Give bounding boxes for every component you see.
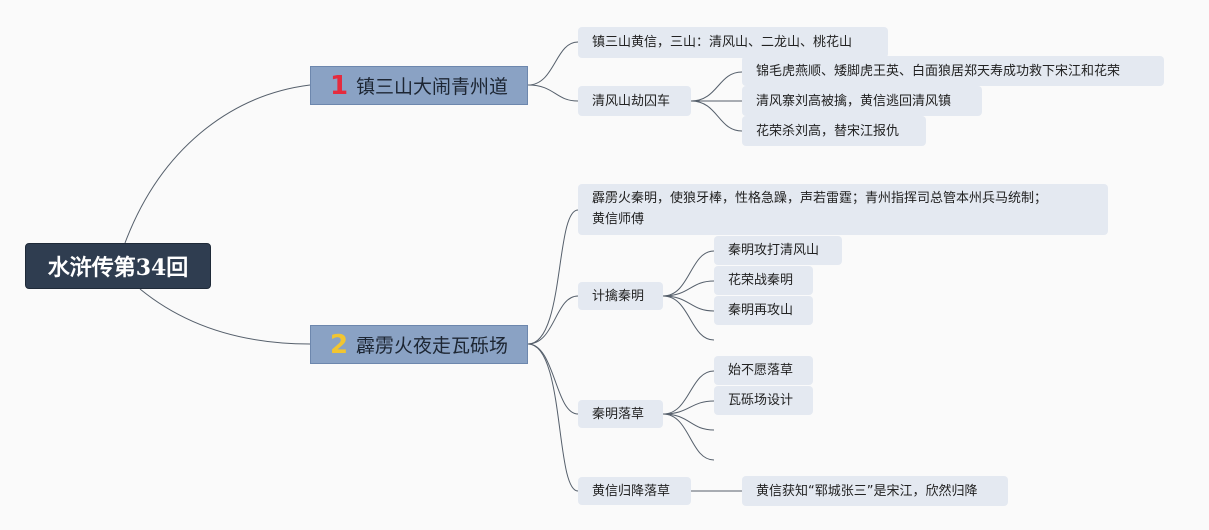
leaf-label: 锦毛虎燕顺、矮脚虎王英、白面狼居郑天寿成功救下宋江和花荣 <box>756 63 1121 79</box>
subtopic-label-line2: 黄信师傅 <box>592 212 645 227</box>
leaf-attack-qingfengshan[interactable]: 秦明攻打清风山 <box>714 236 842 265</box>
leaf-huarong-revenge[interactable]: 花荣杀刘高，替宋江报仇 <box>742 116 926 146</box>
priority-1-icon: 1 <box>329 70 349 101</box>
leaf-huarong-fight[interactable]: 花荣战秦明 <box>714 266 813 295</box>
subtopic-label: 计擒秦明 <box>592 288 645 304</box>
leaf-label: 黄信获知“郓城张三”是宋江，欣然归降 <box>756 483 978 499</box>
connector-b2c2-3 <box>662 295 715 312</box>
root-topic-label: 水浒传第34回 <box>47 255 189 281</box>
subtopic-label: 秦明落草 <box>592 406 645 422</box>
leaf-label: 清风寨刘高被擒，黄信逃回清风镇 <box>756 93 952 109</box>
connector-b2-c2 <box>527 295 579 345</box>
priority-2-icon: 2 <box>329 329 349 360</box>
connector-b2-c3 <box>527 343 579 415</box>
leaf-label: 始不愿落草 <box>728 363 794 378</box>
leaf-liugao-captured[interactable]: 清风寨刘高被擒，黄信逃回清风镇 <box>742 86 982 116</box>
connector-b2c2-1 <box>662 250 715 297</box>
subtopic-qinming-luocao[interactable]: 秦明落草 <box>578 400 663 428</box>
leaf-huangxin-learns[interactable]: 黄信获知“郓城张三”是宋江，欣然归降 <box>742 476 1008 506</box>
leaf-wali-trap[interactable]: 瓦砾场设计 <box>714 386 813 415</box>
branch-topic-1[interactable]: 1 镇三山大闹青州道 <box>310 66 528 105</box>
leaf-label: 花荣战秦明 <box>728 273 794 288</box>
branch-topic-2[interactable]: 2 霹雳火夜走瓦砾场 <box>310 325 528 364</box>
leaf-attack-again[interactable]: 秦明再攻山 <box>714 296 813 325</box>
connector-b2c3-3 <box>662 413 715 431</box>
subtopic-huangxin-surrender[interactable]: 黄信归降落草 <box>578 477 691 505</box>
connector-b2c2-2 <box>662 280 715 297</box>
branch-topic-2-label: 霹雳火夜走瓦砾场 <box>356 335 509 357</box>
connector-root-branch2 <box>139 288 311 345</box>
subtopic-qinming-intro[interactable]: 霹雳火秦明，使狼牙棒，性格急躁，声若雷霆；青州指挥司总管本州兵马统制； 黄信师傅 <box>578 184 1108 235</box>
connector-root-branch1 <box>124 84 311 244</box>
leaf-label: 瓦砾场设计 <box>728 393 794 408</box>
connector-b2c3-4 <box>662 413 715 461</box>
connector-b1-c2 <box>527 84 579 102</box>
leaf-rescue[interactable]: 锦毛虎燕顺、矮脚虎王英、白面狼居郑天寿成功救下宋江和花荣 <box>742 56 1164 86</box>
subtopic-zhensanshan[interactable]: 镇三山黄信，三山：清风山、二龙山、桃花山 <box>578 27 888 58</box>
connector-b2c2-4 <box>662 295 715 341</box>
leaf-unwilling[interactable]: 始不愿落草 <box>714 356 813 385</box>
connector-b2-c4 <box>527 343 579 492</box>
connector-b2c3-2 <box>662 400 715 415</box>
connector-b2c3-1 <box>662 370 715 415</box>
connector-b1-c1 <box>527 41 579 86</box>
connector-b1c2-1 <box>690 71 743 102</box>
connector-b2-c1 <box>527 209 579 345</box>
subtopic-label: 镇三山黄信，三山：清风山、二龙山、桃花山 <box>592 35 853 50</box>
leaf-label: 秦明攻打清风山 <box>728 243 820 258</box>
subtopic-label: 黄信归降落草 <box>592 483 671 499</box>
connector-b1c2-3 <box>690 100 743 132</box>
subtopic-label-line1: 霹雳火秦明，使狼牙棒，性格急躁，声若雷霆；青州指挥司总管本州兵马统制； <box>592 191 1048 206</box>
subtopic-label: 清风山劫囚车 <box>592 93 671 109</box>
branch-topic-1-label: 镇三山大闹青州道 <box>356 76 509 98</box>
leaf-label: 花荣杀刘高，替宋江报仇 <box>756 123 900 139</box>
subtopic-qingfengshan[interactable]: 清风山劫囚车 <box>578 86 691 116</box>
subtopic-jiqin-qinming[interactable]: 计擒秦明 <box>578 282 663 310</box>
root-topic[interactable]: 水浒传第34回 <box>25 243 211 289</box>
leaf-label: 秦明再攻山 <box>728 303 794 318</box>
